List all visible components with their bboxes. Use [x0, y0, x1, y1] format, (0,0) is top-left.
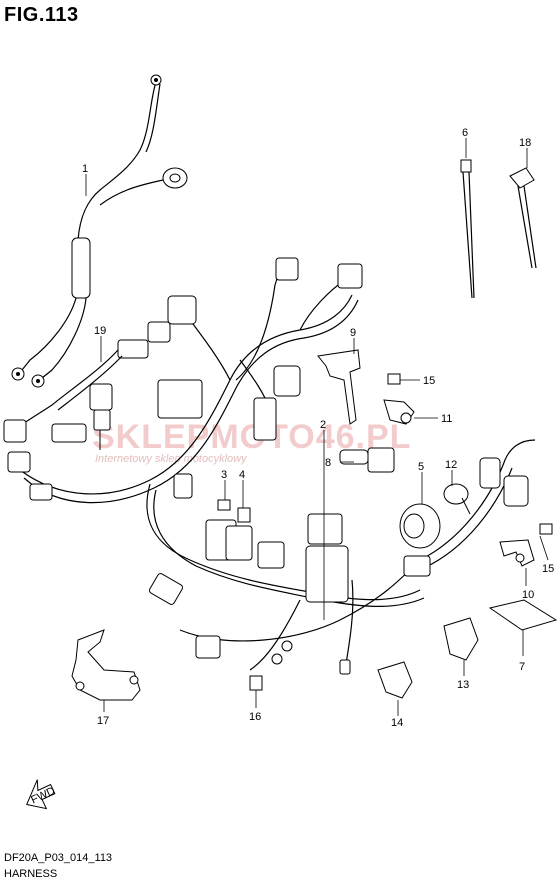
part-7-sheet	[488, 599, 558, 631]
callout-18: 18	[519, 137, 531, 149]
fwd-arrow-icon: FWD	[26, 779, 57, 810]
callout-10: 10	[522, 589, 534, 601]
callout-13: 13	[457, 679, 469, 691]
part-1-battery-cable	[11, 74, 188, 388]
callout-5: 5	[418, 461, 424, 473]
part-18-clamp	[509, 167, 537, 269]
callout-15b: 15	[542, 563, 554, 575]
part-10-bracket	[499, 539, 535, 567]
part-12-ring-clip	[443, 483, 471, 515]
part-13-clamp	[443, 617, 479, 661]
part-9-bracket	[317, 349, 361, 425]
part-5-coil	[399, 503, 441, 549]
main-harness-bundle	[7, 257, 536, 675]
callout-15a: 15	[423, 375, 435, 387]
callout-16: 16	[249, 711, 261, 723]
part-15-bolts	[387, 373, 553, 535]
callout-9: 9	[350, 327, 356, 339]
part-3-4-fuses	[217, 499, 251, 523]
figure-title: FIG.113	[4, 4, 79, 26]
callout-7: 7	[519, 661, 525, 673]
callout-2: 2	[320, 419, 326, 431]
watermark-tagline: Internetowy sklep motocyklowy	[95, 453, 248, 465]
part-11-clamp	[383, 399, 415, 425]
part-17-bracket	[71, 629, 141, 701]
part-16-bolt	[249, 675, 263, 691]
diagram-code: DF20A_P03_014_113	[4, 852, 113, 864]
callout-17: 17	[97, 715, 109, 727]
part-6-cable-tie	[460, 159, 475, 299]
diagram-name: HARNESS	[4, 868, 58, 880]
callout-4: 4	[239, 469, 245, 481]
part-14-clamp	[377, 661, 413, 699]
callout-12: 12	[445, 459, 457, 471]
callout-19: 19	[94, 325, 106, 337]
callout-numbers: 1 2 3 4 5 6 7 8 9 10 11 12 13 14 15 15 1…	[82, 127, 554, 729]
callout-14: 14	[391, 717, 403, 729]
part-8-relay	[339, 447, 395, 473]
callout-3: 3	[221, 469, 227, 481]
callout-8: 8	[325, 457, 331, 469]
callout-6: 6	[462, 127, 468, 139]
leader-lines	[85, 138, 549, 716]
callout-1: 1	[82, 163, 88, 175]
part-19-sub-harness	[3, 339, 149, 450]
callout-11: 11	[441, 413, 452, 425]
